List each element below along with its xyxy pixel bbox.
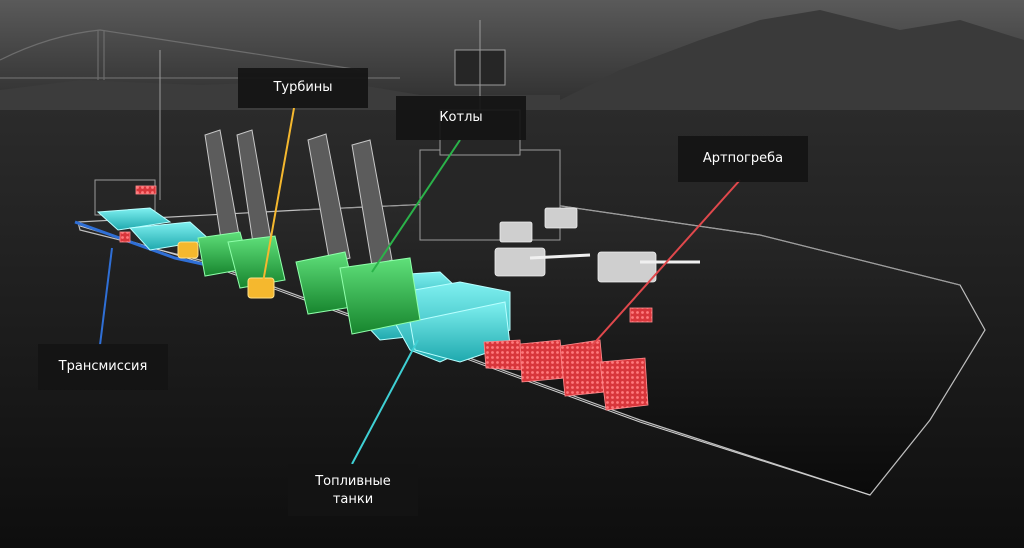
boilers-pointer-line [371,139,461,273]
ammo-storage-label: Артпогреба [678,136,808,182]
boilers-label-text: Котлы [439,110,483,125]
turbines-pointer-line [261,107,295,289]
fuel-tanks-pointer-line [351,339,419,465]
transmission-label-text: Трансмиссия [58,359,148,374]
ammo-storage-label-text: Артпогреба [702,151,784,166]
boilers [197,231,421,335]
ammo-storage [119,185,653,411]
transmission-pointer-line [99,247,113,346]
mountains [560,10,1024,120]
turbines-label-text: Турбины [273,80,333,95]
funnels [204,129,393,267]
turbines [177,241,275,299]
boilers-label: Котлы [396,96,526,140]
ammo-pointer-line [587,179,741,351]
gun-turrets [494,207,700,283]
turbines-label: Турбины [238,68,368,108]
fuel-tanks-label-text: Топливные танки [315,474,391,507]
fuel-tanks-label: Топливные танки [288,464,418,516]
transmission-label: Трансмиссия [38,344,168,390]
